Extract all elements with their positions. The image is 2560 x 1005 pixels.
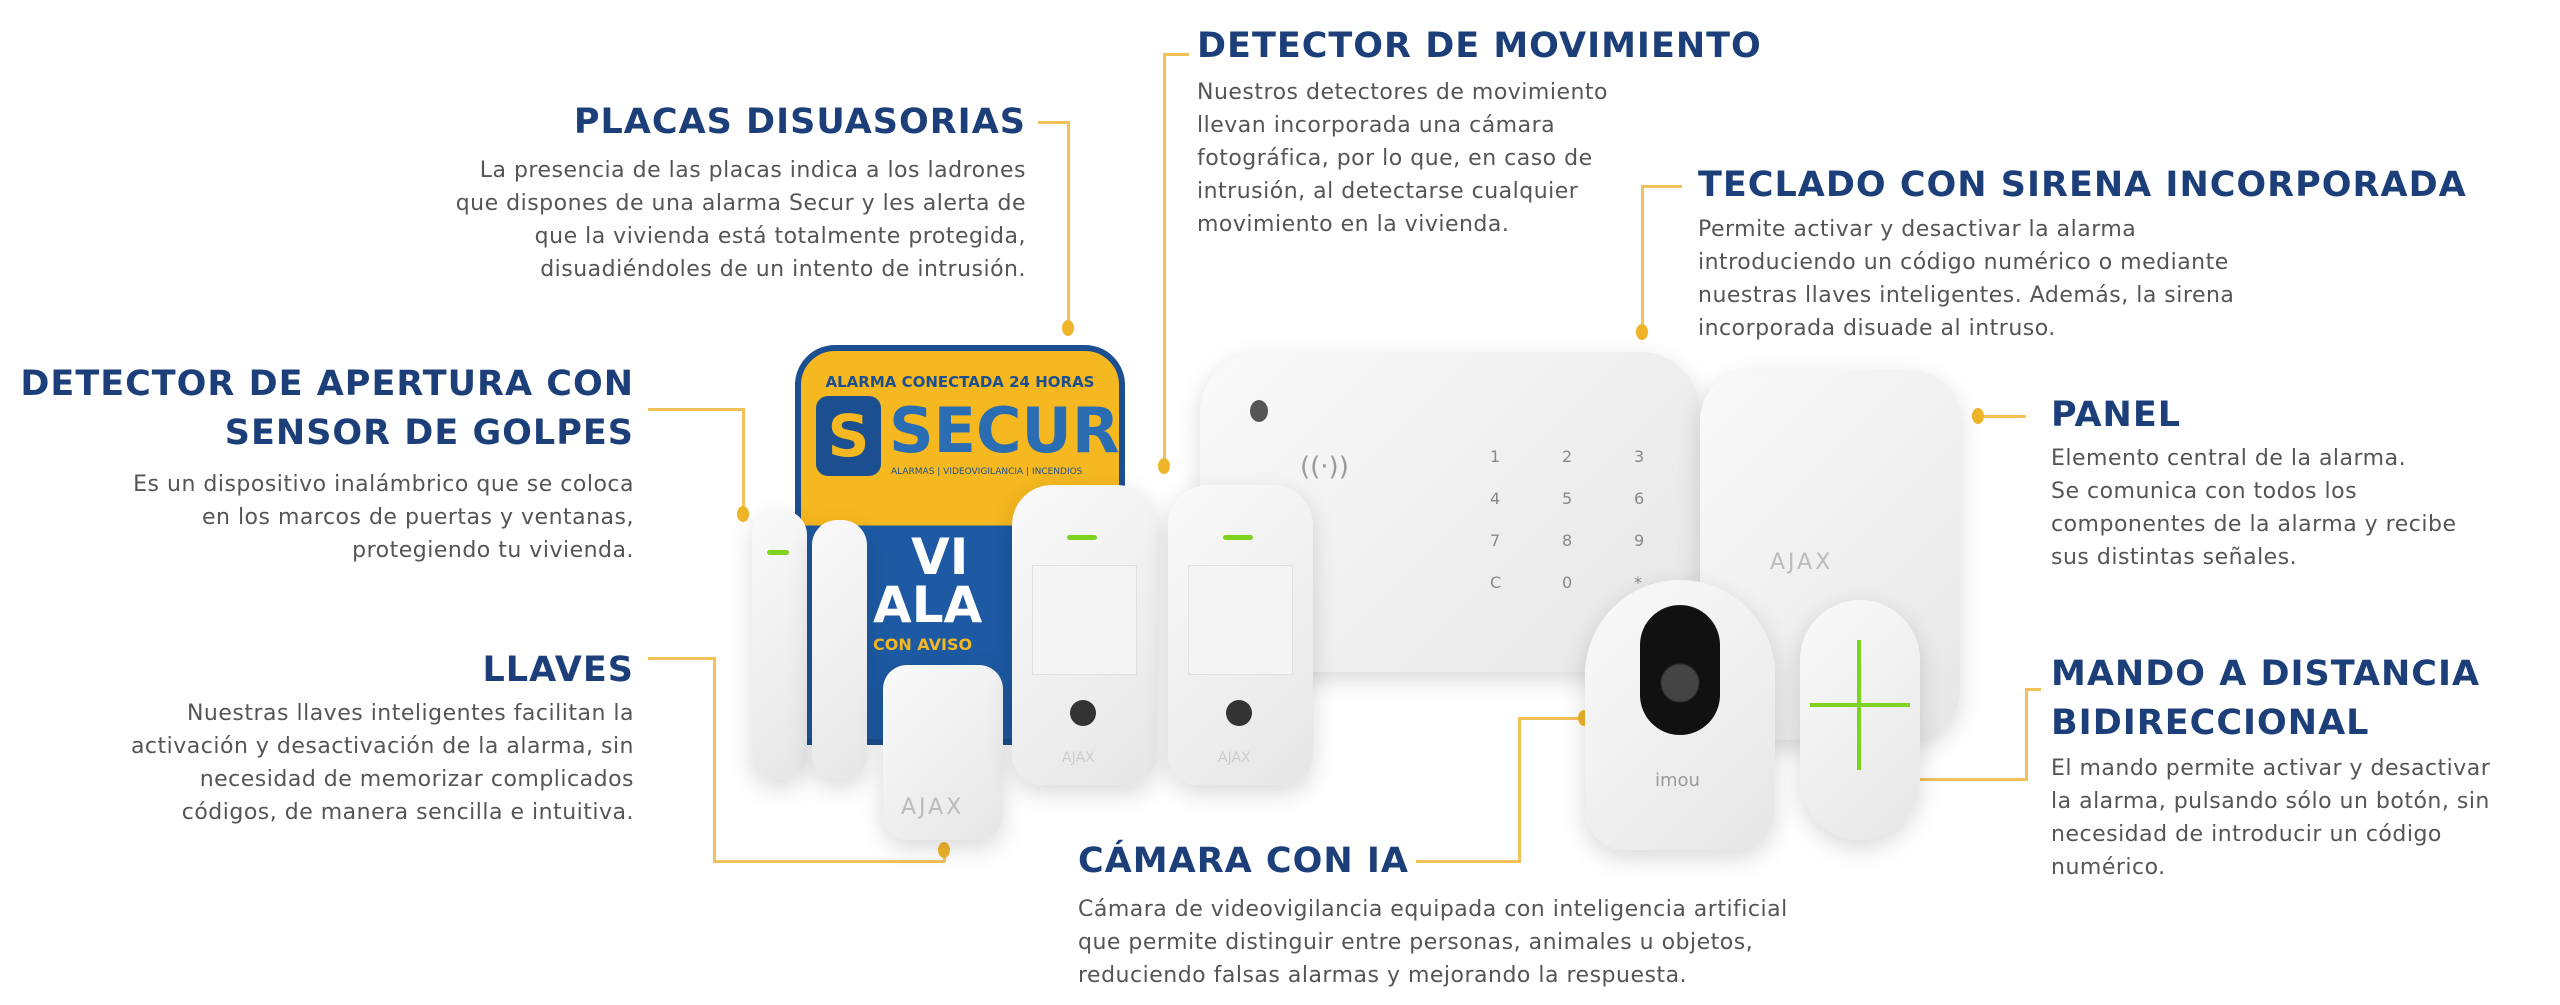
llaves-title: LLAVES	[482, 650, 634, 690]
hub-brand: AJAX	[1770, 550, 1834, 575]
keypad-key: 8	[1562, 531, 1573, 550]
keypad-key: 4	[1490, 489, 1501, 508]
keypad-key: 5	[1562, 489, 1573, 508]
apertura-description: Es un dispositivo inalámbrico que se col…	[133, 472, 634, 563]
motion-detector-2: AJAX	[1168, 485, 1313, 785]
panel-title: PANEL	[2051, 395, 2182, 435]
camera-brand: imou	[1655, 770, 1700, 791]
camara-title: CÁMARA CON IA	[1078, 841, 1409, 881]
keypad-key: 9	[1634, 531, 1645, 550]
smart-key-tag: AJAX	[883, 665, 1003, 840]
sign-small: CON AVISO	[873, 635, 973, 654]
tag-brand: AJAX	[901, 795, 965, 820]
sign-top-text: ALARMA CONECTADA 24 HORAS	[825, 373, 1095, 391]
placas-description: La presencia de las placas indica a los …	[455, 158, 1026, 282]
keypad-camera-dot	[1250, 400, 1268, 422]
sign-big2: ALA	[873, 576, 983, 634]
llaves-description: Nuestras llaves inteligentes facilitan l…	[130, 701, 634, 825]
door-magnet	[812, 520, 867, 780]
placas-title: PLACAS DISUASORIAS	[573, 102, 1026, 142]
keypad-key: *	[1634, 573, 1642, 592]
movimiento-title: DETECTOR DE MOVIMIENTO	[1197, 26, 1762, 66]
keypad-key: 2	[1562, 447, 1573, 466]
teclado-title: TECLADO CON SIRENA INCORPORADA	[1698, 165, 2467, 205]
door-sensor	[752, 510, 807, 780]
camara-description: Cámara de videovigilancia equipada con i…	[1078, 897, 1788, 988]
sign-tagline: ALARMAS | VIDEOVIGILANCIA | INCENDIOS	[891, 467, 1083, 477]
ai-camera: imou	[1585, 580, 1775, 850]
sign-big1: VI	[911, 528, 969, 586]
detector-brand: AJAX	[1218, 750, 1251, 766]
detector-brand: AJAX	[1062, 750, 1095, 766]
panel-description: Elemento central de la alarma.Se comunic…	[2051, 446, 2457, 570]
keypad-key: 7	[1490, 531, 1501, 550]
nfc-icon: ((·))	[1300, 452, 1349, 482]
sign-brand: SECUR	[889, 394, 1120, 467]
motion-detector-1: AJAX	[1012, 485, 1157, 785]
keypad-key: 0	[1562, 573, 1573, 592]
camera-lens	[1640, 605, 1720, 735]
keypad-key: 1	[1490, 447, 1501, 466]
sign-logo-letter: S	[816, 396, 881, 476]
remote-control	[1800, 600, 1920, 840]
keypad-key: 3	[1634, 447, 1645, 466]
keypad-key: 6	[1634, 489, 1645, 508]
keypad-key: C	[1490, 573, 1502, 592]
